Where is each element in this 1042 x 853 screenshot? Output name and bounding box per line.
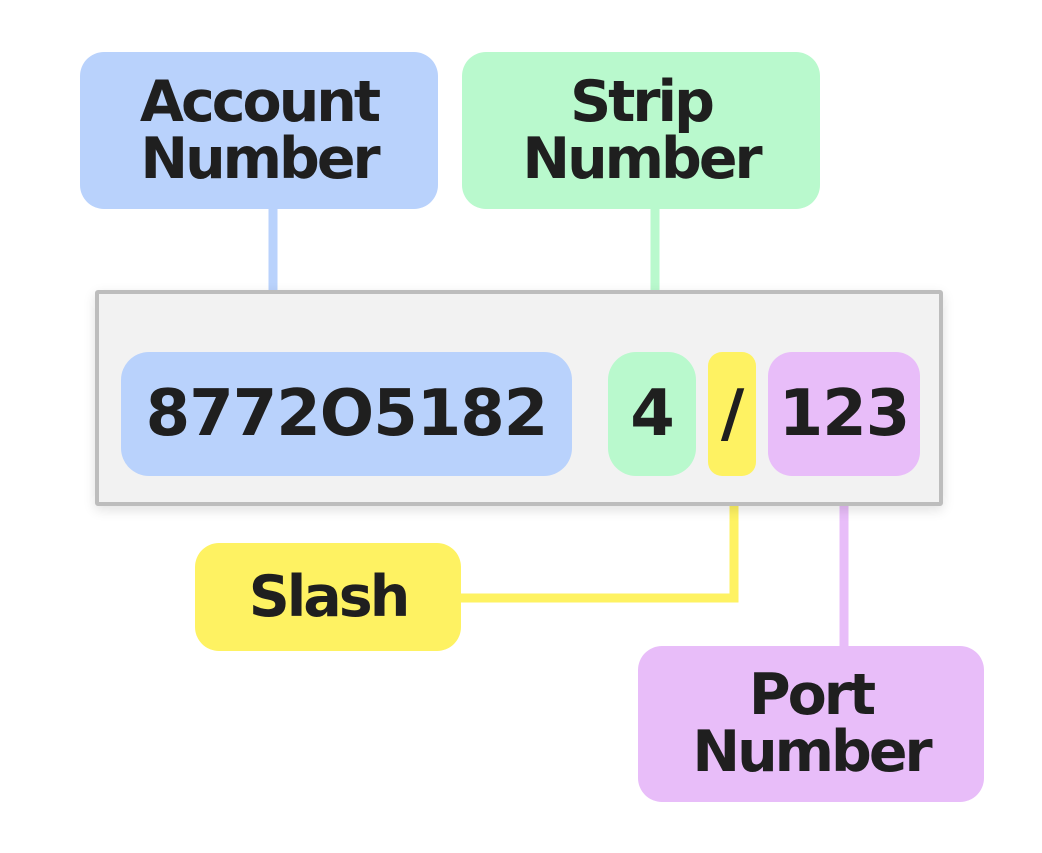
account-number-label: Account Number — [80, 52, 438, 209]
slash-label: Slash — [195, 543, 461, 651]
strip-number-label-text: Strip Number — [522, 68, 762, 192]
port-number-value-text: 123 — [778, 377, 911, 451]
strip-number-value: 4 — [608, 352, 696, 476]
account-number-value-text: 8772O5182 — [145, 377, 549, 451]
connector-slash — [459, 474, 739, 603]
slash-value-text: / — [720, 377, 744, 451]
strip-number-value-text: 4 — [630, 377, 675, 451]
account-number-label-text: Account Number — [139, 68, 381, 192]
strip-number-label: Strip Number — [462, 52, 820, 209]
slash-value: / — [708, 352, 756, 476]
port-number-label: Port Number — [638, 646, 984, 802]
account-number-value: 8772O5182 — [121, 352, 572, 476]
port-number-label-text: Port Number — [692, 662, 932, 785]
slash-label-text: Slash — [248, 563, 411, 630]
port-number-value: 123 — [768, 352, 920, 476]
